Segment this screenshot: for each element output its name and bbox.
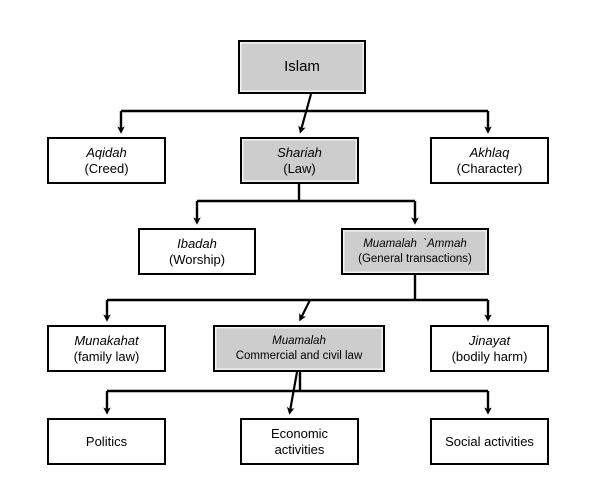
node-muamalah-ammah-line1: Muamalah `Ammah <box>363 238 467 251</box>
node-shariah-line1: Shariah <box>277 144 322 160</box>
edge-shariah-trunk <box>197 184 415 203</box>
node-muamalah-ammah-line2: (General transactions) <box>358 252 472 265</box>
node-politics[interactable]: Politics <box>47 418 166 465</box>
node-muamalah-ammah[interactable]: Muamalah `Ammah (General transactions) <box>341 228 489 275</box>
edge-islam-to-aqidah <box>117 109 488 134</box>
node-social-activities[interactable]: Social activities <box>430 418 549 465</box>
node-munakahat[interactable]: Munakahat (family law) <box>47 325 166 372</box>
edge-islam-to-shariah <box>298 93 313 134</box>
node-aqidah-line2: (Creed) <box>84 160 129 176</box>
node-economic-activities[interactable]: Economic activities <box>240 418 359 465</box>
node-economic-activities-line2: activities <box>274 441 325 457</box>
node-ibadah[interactable]: Ibadah (Worship) <box>138 228 256 275</box>
node-munakahat-line1: Munakahat <box>74 332 139 348</box>
node-akhlaq-line2: (Character) <box>456 160 523 176</box>
node-aqidah-line1: Aqidah <box>86 144 127 160</box>
edge-muamalah-to-economic-activities <box>286 371 299 415</box>
node-aqidah[interactable]: Aqidah (Creed) <box>47 137 166 184</box>
node-ibadah-line1: Ibadah <box>177 235 217 251</box>
node-muamalah[interactable]: Muamalah Commercial and civil law <box>213 325 385 372</box>
node-jinayat[interactable]: Jinayat (bodily harm) <box>430 325 549 372</box>
node-islam[interactable]: Islam <box>238 40 366 94</box>
node-islam-line1: Islam <box>284 57 320 75</box>
node-jinayat-line2: (bodily harm) <box>451 348 528 364</box>
node-munakahat-line2: (family law) <box>73 348 140 364</box>
node-shariah[interactable]: Shariah (Law) <box>240 137 359 184</box>
node-jinayat-line1: Jinayat <box>468 332 511 348</box>
node-economic-activities-line1: Economic <box>270 425 329 441</box>
edge-muamalah-ammah-to-muamalah <box>299 299 311 322</box>
edge-muamalah-ammah-trunk <box>107 275 488 302</box>
node-akhlaq-line1: Akhlaq <box>469 144 510 160</box>
node-shariah-line2: (Law) <box>283 160 316 176</box>
node-muamalah-line2: Commercial and civil law <box>235 349 363 362</box>
node-akhlaq[interactable]: Akhlaq (Character) <box>430 137 549 184</box>
edge-muamalah-trunk <box>107 372 488 393</box>
node-social-activities-line1: Social activities <box>445 433 534 449</box>
node-ibadah-line2: (Worship) <box>168 251 226 267</box>
node-muamalah-line1: Muamalah <box>272 335 326 348</box>
node-politics-line1: Politics <box>85 433 128 449</box>
